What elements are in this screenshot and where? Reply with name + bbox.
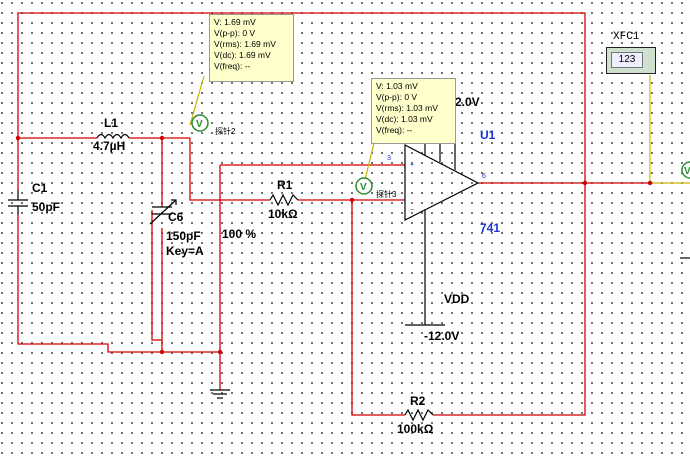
u1-name: U1 xyxy=(480,128,496,142)
probe2-vpp: V(p-p): 0 V xyxy=(214,28,256,38)
c6-name: C6 xyxy=(168,210,184,224)
c6-percent: 100 % xyxy=(222,227,256,241)
l1-name: L1 xyxy=(104,116,118,130)
c1-value: 50pF xyxy=(32,200,60,214)
variable-capacitor-c6[interactable]: C6 150pF Key=A 100 % xyxy=(149,199,256,258)
pin-plus: + xyxy=(410,162,414,169)
pin-minus: − xyxy=(410,207,414,214)
probe3-vfreq: V(freq): -- xyxy=(376,125,413,135)
u1-model: 741 xyxy=(480,221,500,235)
frequency-counter-xfc1[interactable]: 123 xyxy=(606,47,656,74)
u1-vdd-value: -12.0V xyxy=(424,329,459,343)
ground-icon xyxy=(210,389,230,399)
u1-vcc-value: 2.0V xyxy=(455,95,480,109)
svg-text:V: V xyxy=(684,166,690,177)
probe3-readout: V: 1.03 mV V(p-p): 0 V V(rms): 1.03 mV V… xyxy=(371,78,456,144)
probe3-v: V: 1.03 mV xyxy=(376,81,418,91)
probe2-vfreq: V(freq): -- xyxy=(214,61,251,71)
probe2-vrms: V(rms): 1.69 mV xyxy=(214,39,276,49)
r1-name: R1 xyxy=(277,178,293,192)
pin-3: 3 xyxy=(387,155,391,162)
resistor-r1[interactable]: R1 10kΩ xyxy=(268,178,299,221)
probe2-v: V: 1.69 mV xyxy=(214,17,256,27)
inductor-l1[interactable]: L1 4.7µH xyxy=(93,116,130,153)
c1-name: C1 xyxy=(32,181,48,195)
probe3-vrms: V(rms): 1.03 mV xyxy=(376,103,438,113)
wires xyxy=(17,12,690,416)
svg-text:V: V xyxy=(360,182,367,193)
probe-3[interactable]: V 探针3 xyxy=(355,177,397,199)
c6-value: 150pF xyxy=(166,229,201,243)
probe-2[interactable]: V 探针2 xyxy=(191,114,236,136)
r1-value: 10kΩ xyxy=(268,207,298,221)
probe2-readout: V: 1.69 mV V(p-p): 0 V V(rms): 1.69 mV V… xyxy=(209,14,294,82)
pin-6: 6 xyxy=(482,173,486,180)
svg-text:V: V xyxy=(196,119,203,130)
l1-value: 4.7µH xyxy=(93,139,125,153)
resistor-r2[interactable]: R2 100kΩ xyxy=(397,394,434,436)
r2-name: R2 xyxy=(410,394,426,408)
probe3-vdc: V(dc): 1.03 mV xyxy=(376,114,433,124)
junction-dots xyxy=(15,135,653,355)
xfc1-display: 123 xyxy=(611,52,643,68)
xfc1-name: XFC1 xyxy=(613,31,640,43)
probe2-label: 探针2 xyxy=(215,126,236,136)
c6-key: Key=A xyxy=(166,244,204,258)
u1-vdd-label: VDD xyxy=(444,292,470,306)
r2-value: 100kΩ xyxy=(397,422,434,436)
opamp-u1[interactable]: + − 3 6 U1 741 2.0V VDD -12.0V xyxy=(387,95,500,343)
probe-right[interactable]: V xyxy=(680,161,690,259)
capacitor-c1[interactable]: C1 50pF xyxy=(8,181,60,215)
probe3-label: 探针3 xyxy=(376,189,397,199)
probe3-vpp: V(p-p): 0 V xyxy=(376,92,418,102)
probe2-vdc: V(dc): 1.69 mV xyxy=(214,50,271,60)
